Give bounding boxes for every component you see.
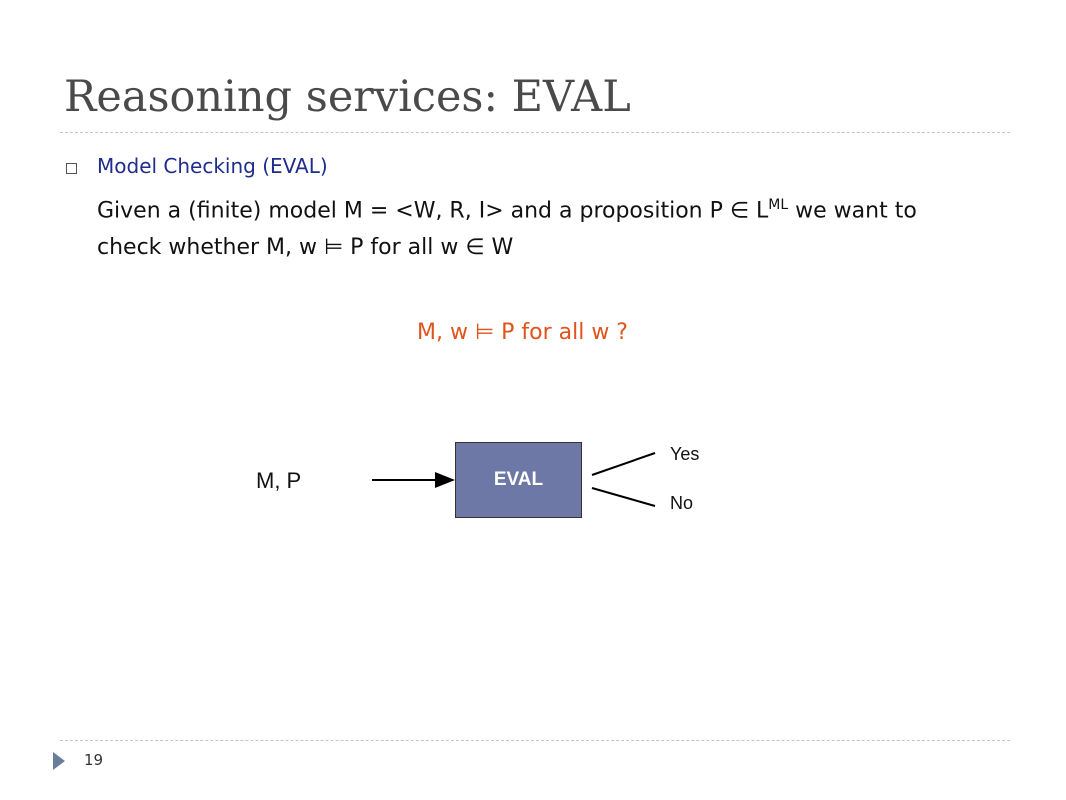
input-label: M, P bbox=[256, 468, 302, 493]
eval-box-label: EVAL bbox=[493, 469, 544, 490]
title-divider bbox=[60, 132, 1010, 133]
body-line-2: check whether M, w ⊨ P for all w ∈ W bbox=[97, 235, 514, 260]
output-yes-label: Yes bbox=[670, 444, 700, 464]
body-line-1-superscript: ML bbox=[768, 197, 789, 213]
footer-divider bbox=[60, 740, 1010, 741]
triangle-marker-icon bbox=[53, 752, 65, 770]
bullet-heading: Model Checking (EVAL) bbox=[97, 154, 328, 178]
output-no-label: No bbox=[670, 493, 694, 513]
question-text: M, w ⊨ P for all w ? bbox=[417, 320, 628, 345]
yes-arrow bbox=[591, 452, 656, 476]
no-arrow bbox=[591, 487, 656, 507]
slide-title: Reasoning services: EVAL bbox=[64, 72, 631, 122]
body-line-1-tail: we want to bbox=[788, 198, 917, 224]
square-bullet-icon bbox=[66, 163, 77, 174]
eval-box: EVAL bbox=[455, 442, 582, 518]
body-line-1-text: Given a (finite) model M = <W, R, I> and… bbox=[97, 198, 769, 224]
body-line-1: Given a (finite) model M = <W, R, I> and… bbox=[97, 197, 917, 223]
page-number: 19 bbox=[84, 751, 104, 769]
